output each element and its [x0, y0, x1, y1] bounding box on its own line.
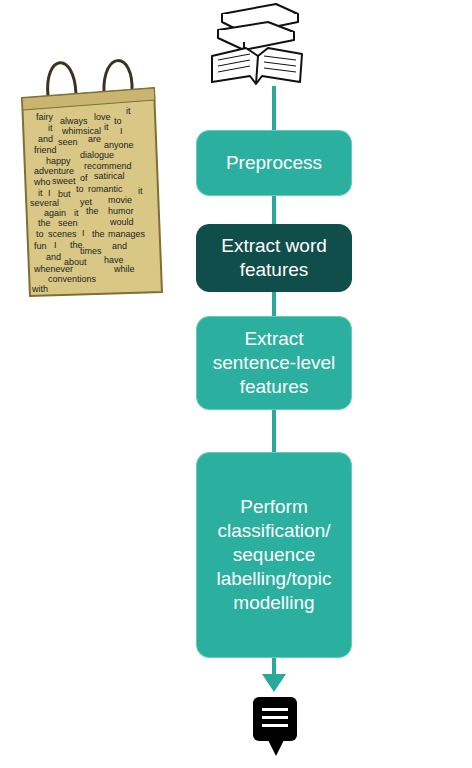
- process-box: Extract word features: [196, 224, 352, 292]
- bag-word: the: [86, 206, 99, 217]
- bag-word: love: [94, 112, 111, 123]
- bag-word: to: [76, 184, 84, 195]
- bag-word: always: [60, 116, 88, 127]
- box-label: Extract sentence-level features: [205, 327, 343, 399]
- bag-word: but: [58, 189, 71, 200]
- bag-word: it: [38, 188, 43, 199]
- bag-word: and: [46, 252, 61, 263]
- bag-word: to: [114, 116, 122, 127]
- word-bag: [22, 61, 162, 296]
- bag-word: the: [92, 229, 105, 240]
- bag-word: to: [36, 229, 44, 240]
- bag-word: anyone: [104, 140, 134, 151]
- bag-word: I: [54, 240, 57, 251]
- bag-word: it: [74, 208, 79, 219]
- bag-word: it: [138, 186, 143, 197]
- bag-word: friend: [34, 145, 57, 156]
- bag-word: it: [104, 122, 109, 133]
- bag-word: manages: [108, 229, 145, 240]
- bag-word: fun: [34, 241, 47, 252]
- bag-word: would: [110, 217, 134, 228]
- bag-word: who: [34, 177, 51, 188]
- flow-line: [272, 656, 276, 676]
- box-label: Perform classification/ sequence labelli…: [205, 495, 343, 615]
- bag-word: seen: [58, 137, 78, 148]
- bag-word: movie: [108, 195, 132, 206]
- bag-word: seen: [58, 218, 78, 229]
- bag-word: sweet: [52, 176, 76, 187]
- bag-word: it: [126, 106, 131, 117]
- bag-word: satirical: [94, 171, 125, 182]
- box-label: Extract word features: [205, 234, 343, 282]
- bag-word: while: [114, 264, 135, 275]
- flow-connector: [274, 410, 275, 452]
- flow-connector: [274, 292, 275, 316]
- speech-bubble-icon: [253, 697, 297, 756]
- bag-word: with: [32, 284, 48, 295]
- process-box: Perform classification/ sequence labelli…: [196, 452, 352, 658]
- books-icon: [212, 4, 302, 84]
- bag-word: dialogue: [80, 150, 114, 161]
- bag-word: adventure: [34, 166, 74, 177]
- flow-connector: [274, 196, 275, 224]
- box-label: Preprocess: [226, 151, 322, 175]
- bag-word: recommend: [84, 161, 132, 172]
- bag-word: I: [120, 126, 123, 137]
- bag-word: the: [38, 218, 51, 229]
- bag-word: it: [48, 123, 53, 134]
- bag-word: are: [88, 134, 101, 145]
- bag-word: I: [48, 188, 51, 199]
- bag-word: humor: [108, 206, 134, 217]
- bag-word: fairy: [36, 112, 53, 123]
- arrow-head: [262, 674, 286, 692]
- bag-word: and: [112, 241, 127, 252]
- bag-word: again: [44, 208, 66, 219]
- process-box: Preprocess: [196, 130, 352, 196]
- process-box: Extract sentence-level features: [196, 316, 352, 410]
- bag-word: I: [82, 228, 85, 239]
- bag-word: and: [38, 134, 53, 145]
- bag-word: romantic: [88, 184, 123, 195]
- bag-word: whenever: [34, 264, 73, 275]
- bag-word: several: [30, 198, 59, 209]
- bag-word: times: [80, 246, 102, 257]
- bag-word: of: [80, 173, 88, 184]
- bag-word: happy: [46, 156, 71, 167]
- bag-word: conventions: [48, 274, 96, 285]
- bag-word: scenes: [48, 229, 77, 240]
- flow-line: [272, 86, 276, 132]
